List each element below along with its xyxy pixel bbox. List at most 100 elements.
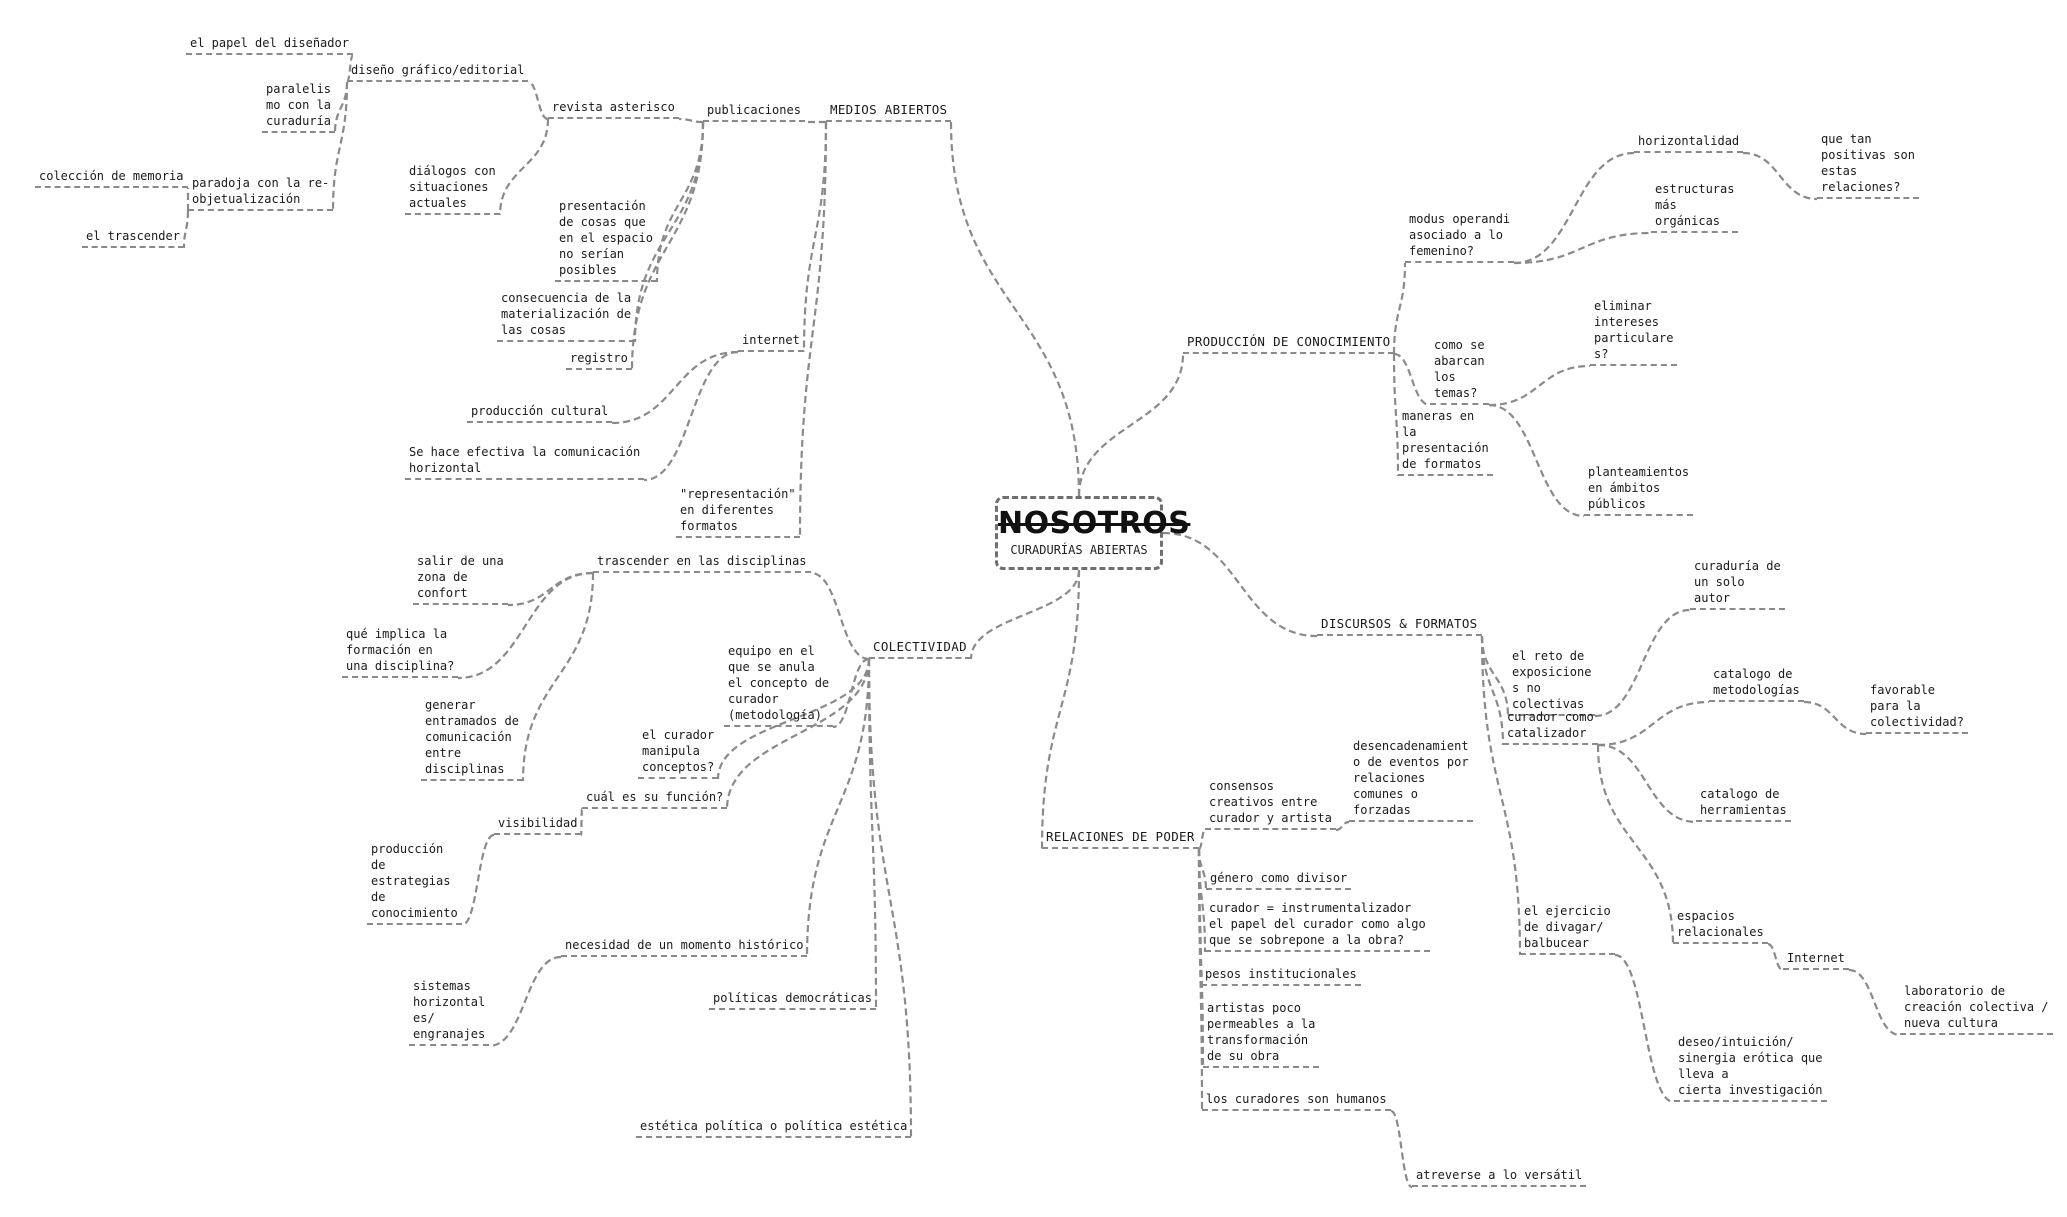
- connector-internet-to-comhoriz: [643, 350, 739, 482]
- node-trascender-disciplinas[interactable]: trascender en las disciplinas: [593, 553, 811, 573]
- branch-medios-abiertos[interactable]: MEDIOS ABIERTOS: [826, 102, 952, 122]
- node-dialogos[interactable]: diálogos con situaciones actuales: [405, 163, 500, 215]
- node-publicaciones[interactable]: publicaciones: [703, 102, 805, 122]
- node-sistemas-horizontales[interactable]: sistemas horizontal es/ engranajes: [409, 978, 490, 1046]
- node-que-tan-positivas[interactable]: que tan positivas son estas relaciones?: [1817, 131, 1919, 199]
- connector-center-to-relaciones: [1040, 569, 1081, 850]
- node-desencadenamiento[interactable]: desencadenamient o de eventos por relaci…: [1349, 738, 1473, 822]
- node-papel-disenador[interactable]: el papel del diseñador: [186, 35, 353, 55]
- connector-modus-to-estructuras: [1513, 231, 1652, 265]
- connector-metodologias-to-favorable: [1803, 700, 1867, 736]
- connector-trascdisc-to-queimplica: [457, 571, 594, 680]
- node-modus-operandi[interactable]: modus operandi asociado a lo femenino?: [1405, 211, 1515, 263]
- connector-relaciones-to-consensos: [1197, 828, 1207, 851]
- connector-catalizador-to-metodologias: [1597, 700, 1710, 747]
- node-comunicacion-horizontal[interactable]: Se hace efectiva la comunicación horizon…: [405, 444, 645, 480]
- node-produccion-cultural[interactable]: producción cultural: [467, 403, 613, 423]
- node-coleccion-memoria[interactable]: colección de memoria: [35, 168, 188, 188]
- node-pesos-institucionales[interactable]: pesos institucionales: [1201, 966, 1361, 986]
- node-salir-zona-confort[interactable]: salir de una zona de confort: [413, 553, 508, 605]
- node-internet-discursos[interactable]: Internet: [1783, 950, 1849, 970]
- connector-colectividad-to-necesidad: [805, 658, 871, 958]
- connector-produccion-to-maneras: [1392, 353, 1400, 477]
- node-internet[interactable]: internet: [738, 332, 804, 352]
- node-paralelismo[interactable]: paralelis mo con la curaduría: [262, 81, 336, 133]
- node-curador-catalizador[interactable]: curador como catalizador: [1503, 709, 1598, 745]
- node-presentacion-cosas[interactable]: presentación de cosas que en el espacio …: [555, 198, 657, 282]
- connector-colectividad-to-politicas: [867, 658, 878, 1011]
- node-estetica-politica[interactable]: estética política o política estética: [636, 1118, 912, 1138]
- node-planteamientos[interactable]: planteamientos en ámbitos públicos: [1584, 464, 1694, 516]
- connector-horizontalidad-to-quetan: [1742, 151, 1818, 201]
- connector-center-to-colectividad: [969, 569, 1081, 660]
- node-atreverse-versatil[interactable]: atreverse a lo versátil: [1412, 1167, 1587, 1187]
- node-revista-asterisco[interactable]: revista asterisco: [548, 99, 679, 119]
- node-el-trascender[interactable]: el trascender: [82, 228, 184, 248]
- connector-comoabarcan-to-planteamientos: [1488, 403, 1585, 518]
- connector-catalizador-to-herramientas: [1597, 743, 1697, 824]
- node-estructuras-organicas[interactable]: estructuras más orgánicas: [1651, 181, 1739, 233]
- node-produccion-estrategias[interactable]: producción de estrategias de conocimient…: [367, 841, 462, 925]
- node-consensos-creativos[interactable]: consensos creativos entre curador y arti…: [1205, 778, 1336, 830]
- node-curador-manipula[interactable]: el curador manipula conceptos?: [638, 727, 719, 779]
- connector-reto-to-curaduria: [1594, 608, 1691, 718]
- connector-espacios-to-dinternet: [1767, 942, 1784, 972]
- connector-paradoja-to-trascender: [182, 210, 190, 249]
- branch-relaciones-poder[interactable]: RELACIONES DE PODER: [1042, 829, 1199, 849]
- center-title: NOSOTROS: [998, 506, 1191, 541]
- node-curaduria-autor[interactable]: curaduría de un solo autor: [1690, 558, 1785, 610]
- connector-center-to-discursos: [1162, 531, 1318, 638]
- connector-necesidad-to-sistemas: [488, 955, 562, 1048]
- connector-visibilidad-to-estrategias: [461, 833, 495, 927]
- branch-colectividad[interactable]: COLECTIVIDAD: [869, 639, 971, 659]
- connector-relaciones-to-humanos: [1197, 848, 1204, 1112]
- node-espacios-relacionales[interactable]: espacios relacionales: [1673, 908, 1768, 944]
- connector-trascdisc-to-generar: [521, 572, 595, 782]
- connector-colectividad-to-funcion: [725, 658, 871, 810]
- node-curadores-humanos[interactable]: los curadores son humanos: [1202, 1091, 1391, 1111]
- node-generar-entramados[interactable]: generar entramados de comunicación entre…: [421, 697, 523, 781]
- node-necesidad-momento-historico[interactable]: necesidad de un momento histórico: [561, 937, 808, 957]
- branch-discursos-formatos[interactable]: DISCURSOS & FORMATOS: [1317, 616, 1482, 636]
- connector-discursos-to-divagar: [1480, 635, 1522, 956]
- connector-center-to-medios: [949, 121, 1081, 497]
- node-paradoja[interactable]: paradoja con la re- objetualización: [188, 175, 334, 211]
- node-catalogo-herramientas[interactable]: catalogo de herramientas: [1696, 786, 1791, 822]
- node-genero-divisor[interactable]: género como divisor: [1206, 870, 1352, 890]
- node-laboratorio-creacion[interactable]: laboratorio de creación colectiva / nuev…: [1900, 983, 2053, 1035]
- node-catalogo-metodologias[interactable]: catalogo de metodologías: [1709, 666, 1804, 702]
- connector-produccion-to-comoabarcan: [1393, 352, 1431, 407]
- central-topic[interactable]: NOSOTROS CURADURÍAS ABIERTAS: [995, 496, 1191, 570]
- connector-modus-to-horizontalidad: [1513, 151, 1635, 265]
- node-diseno-grafico[interactable]: diseño gráfico/editorial: [347, 62, 529, 82]
- node-maneras-presentacion[interactable]: maneras en la presentación de formatos: [1398, 408, 1493, 476]
- node-reto-exposiciones[interactable]: el reto de exposicione s no colectivas: [1508, 648, 1596, 716]
- node-registro[interactable]: registro: [566, 350, 632, 370]
- node-favorable-colectividad[interactable]: favorable para la colectividad?: [1866, 682, 1968, 734]
- node-curador-instrumentalizador[interactable]: curador = instrumentalizador el papel de…: [1205, 900, 1430, 952]
- connector-colectividad-to-manipula: [716, 658, 871, 780]
- connector-consensos-to-desencadenamiento: [1335, 820, 1350, 832]
- node-consecuencia[interactable]: consecuencia de la materialización de la…: [497, 290, 636, 342]
- connector-publicaciones-to-presentacion: [655, 121, 705, 283]
- node-visibilidad[interactable]: visibilidad: [494, 815, 582, 835]
- node-cual-funcion[interactable]: cuál es su función?: [582, 789, 728, 809]
- connector-catalizador-to-espacios: [1596, 744, 1675, 945]
- node-representacion[interactable]: "representación" en diferentes formatos: [676, 486, 800, 538]
- node-deseo-intuicion[interactable]: deseo/intuición/ sinergia erótica que ll…: [1674, 1034, 1827, 1102]
- node-politicas-democraticas[interactable]: políticas democráticas: [709, 990, 876, 1010]
- node-equipo-metodologia[interactable]: equipo en el que se anula el concepto de…: [724, 643, 834, 727]
- node-que-implica-formacion[interactable]: qué implica la formación en una discipli…: [342, 626, 459, 678]
- connector-colectividad-to-estetica: [867, 658, 913, 1139]
- connector-medios-to-representacion: [798, 121, 828, 539]
- branch-produccion-conocimiento[interactable]: PRODUCCIÓN DE CONOCIMIENTO: [1183, 334, 1395, 354]
- node-horizontalidad[interactable]: horizontalidad: [1634, 133, 1744, 153]
- node-eliminar-intereses[interactable]: eliminar intereses particulare s?: [1590, 298, 1678, 366]
- connector-revista-to-dialogos: [498, 118, 550, 216]
- node-artistas-poco-permeables[interactable]: artistas poco permeables a la transforma…: [1203, 1000, 1320, 1068]
- node-como-se-abarcan[interactable]: como se abarcan los temas?: [1430, 337, 1489, 405]
- connector-colectividad-to-trascdisc: [810, 571, 870, 661]
- node-ejercicio-divagar[interactable]: el ejercicio de divagar/ balbucear: [1520, 903, 1615, 955]
- connector-divagar-to-deseo: [1614, 953, 1675, 1104]
